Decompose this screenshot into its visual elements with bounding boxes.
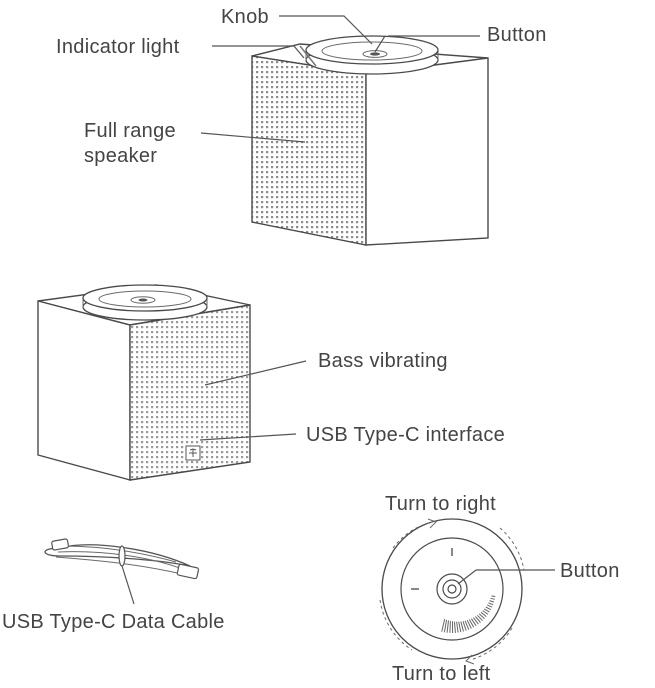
knob-scale-tick (480, 611, 487, 617)
knob-scale-tick (443, 619, 448, 633)
knob-scale-tick (482, 610, 489, 615)
label-turn-left: Turn to left (392, 663, 491, 685)
knob-scale-tick (488, 602, 494, 606)
label-data-cable: USB Type-C Data Cable (2, 611, 225, 633)
knob-scale-tick (454, 621, 456, 633)
knob-scale-tick (486, 604, 493, 608)
knob-scale-tick (466, 619, 472, 629)
knob-scale-tick (468, 619, 475, 628)
label-knob: Knob (221, 6, 269, 28)
knob-icon (305, 35, 439, 75)
label-usb-interface: USB Type-C interface (306, 424, 505, 446)
knob-scale-tick (475, 616, 481, 623)
leader-lines-middle (199, 360, 307, 441)
knob-scale-tick (477, 614, 483, 622)
label-button-knob: Button (560, 560, 620, 582)
leader-lines-top (200, 15, 480, 143)
indicator-light-icon (299, 45, 317, 67)
knob-back-icon (82, 284, 208, 321)
speaker-front-view (251, 35, 489, 246)
label-bass-vibrating: Bass vibrating (318, 350, 448, 372)
bass-grille-face (129, 304, 251, 481)
speaker-back-view (37, 284, 251, 481)
label-full-range: Full range (84, 120, 176, 142)
label-speaker: speaker (84, 145, 157, 167)
knob-scale-tick (464, 620, 470, 630)
knob-top-view (379, 518, 525, 665)
label-turn-right: Turn to right (385, 493, 496, 515)
knob-scale-tick (489, 600, 495, 603)
knob-scale-tick (449, 620, 451, 633)
knob-scale-tick (485, 606, 492, 611)
speaker-side-face (365, 57, 489, 246)
knob-scale-tick (490, 597, 495, 600)
knob-scale-tick (462, 621, 467, 631)
knob-scale-tick (456, 621, 459, 633)
speaker-back-side-face (37, 300, 131, 481)
knob-scale-tick (458, 621, 462, 633)
knob-scale-tick (478, 613, 485, 620)
knob-scale-tick (470, 618, 477, 627)
label-button-top: Button (487, 24, 547, 46)
speaker-grille-face (251, 55, 367, 246)
knob-scale-tick (446, 620, 449, 633)
knob-scale-tick (441, 618, 446, 632)
label-indicator-light: Indicator light (56, 36, 180, 58)
knob-scale-tick (491, 595, 496, 598)
knob-scale-tick (484, 608, 490, 613)
usb-port-icon (185, 445, 201, 461)
knob-scale-tick (473, 617, 479, 625)
leader-button-knob (457, 569, 477, 585)
usb-cable-icon (44, 538, 200, 605)
knob-scale-tick (460, 621, 464, 632)
